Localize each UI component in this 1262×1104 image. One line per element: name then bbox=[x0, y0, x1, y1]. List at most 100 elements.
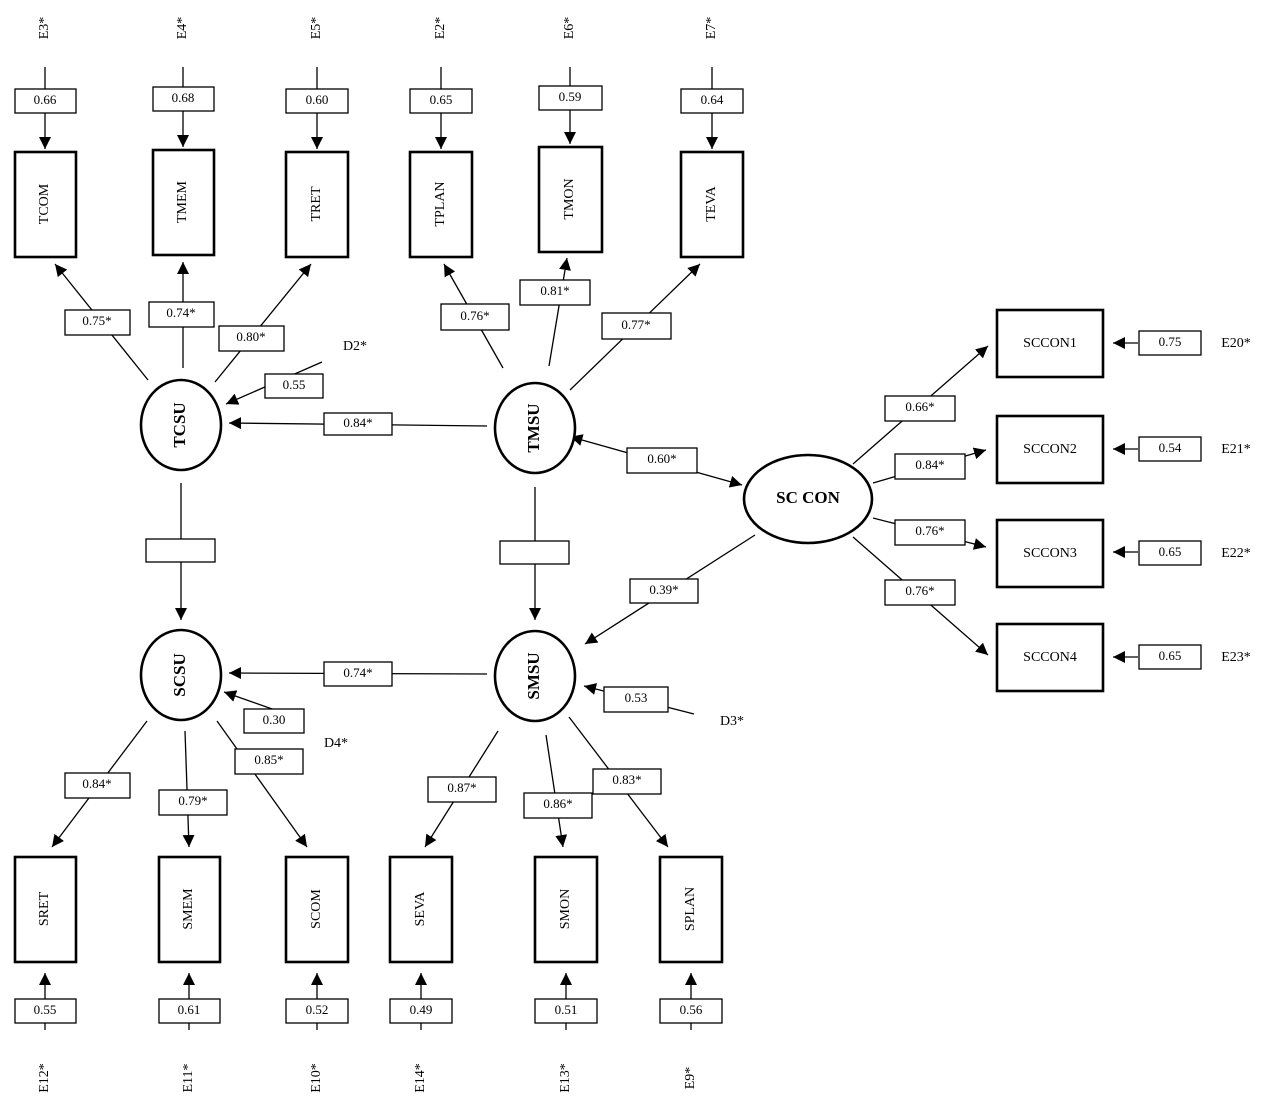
disturbance-value-d2: 0.55 bbox=[283, 377, 306, 392]
latent-ellipse-tmsu bbox=[493, 381, 577, 475]
error-value-e2: 0.65 bbox=[430, 92, 453, 107]
loading-value-sccon-1: 0.66* bbox=[905, 399, 934, 414]
latent-ellipse-scsu bbox=[139, 628, 223, 722]
error-label-e3: E3* bbox=[37, 17, 52, 40]
loading-box-tmsu-tmon bbox=[519, 279, 591, 306]
observed-label-sret: SRET bbox=[37, 891, 52, 926]
loading-box-sccon-4 bbox=[884, 579, 956, 606]
loading-box-sccon-3 bbox=[894, 519, 966, 546]
loading-value-scsu-sret: 0.84* bbox=[82, 776, 111, 791]
loading-value-scsu-scom: 0.85* bbox=[254, 752, 283, 767]
loading-value-tcsu-tcom: 0.75* bbox=[82, 313, 111, 328]
observed-label-tcom: TCOM bbox=[37, 183, 52, 224]
loading-value-tmsu-tmon: 0.81* bbox=[540, 283, 569, 298]
error-value-e3: 0.66 bbox=[34, 92, 57, 107]
path-box-sccon-smsu bbox=[629, 578, 699, 604]
observed-label-sccon1: SCCON1 bbox=[1023, 336, 1077, 351]
observed-box-sccon2 bbox=[995, 414, 1105, 485]
disturbance-arrow-d4 bbox=[223, 690, 276, 711]
latent-label-smsu: SMSU bbox=[524, 652, 543, 699]
observed-label-seva: SEVA bbox=[413, 891, 428, 927]
error-label-e23: E23* bbox=[1221, 650, 1251, 665]
observed-box-splan bbox=[658, 855, 724, 964]
loading-box-smsu-smon bbox=[523, 792, 593, 819]
loading-box-smsu-seva bbox=[427, 776, 497, 803]
error-value-box-e13 bbox=[534, 998, 598, 1024]
observed-box-tcom bbox=[13, 150, 78, 259]
loading-box-scsu-scom bbox=[234, 748, 304, 775]
error-value-e5: 0.60 bbox=[306, 92, 329, 107]
loading-box-tcsu-tret bbox=[218, 325, 285, 352]
observed-label-smem: SMEM bbox=[181, 888, 196, 930]
observed-box-sccon4 bbox=[995, 622, 1105, 693]
path-box-tmsu-smsu bbox=[499, 540, 570, 565]
error-label-e20: E20* bbox=[1221, 336, 1251, 351]
latent-ellipse-smsu bbox=[493, 629, 577, 723]
loading-box-smsu-splan bbox=[592, 768, 662, 795]
path-box-smsu-scsu bbox=[323, 661, 393, 687]
path-value-smsu-scsu: 0.74* bbox=[343, 665, 372, 680]
error-label-e22: E22* bbox=[1221, 546, 1251, 561]
loading-value-tcsu-tret: 0.80* bbox=[236, 329, 265, 344]
disturbance-value-box-d2 bbox=[264, 373, 324, 399]
loading-value-tcsu-tmem: 0.74* bbox=[166, 305, 195, 320]
observed-box-tret bbox=[284, 150, 350, 259]
loading-box-tmsu-tplan bbox=[440, 303, 510, 331]
observed-label-teva: TEVA bbox=[704, 185, 719, 221]
error-value-e10: 0.52 bbox=[306, 1002, 329, 1017]
loading-box-sccon-2 bbox=[894, 453, 966, 480]
loading-value-sccon-3: 0.76* bbox=[915, 523, 944, 538]
loading-value-smsu-seva: 0.87* bbox=[447, 780, 476, 795]
latent-ellipse-sccon bbox=[742, 453, 874, 545]
path-box-tmsu-tcsu bbox=[323, 412, 393, 436]
disturbance-value-box-d4 bbox=[243, 708, 305, 734]
error-value-e13: 0.51 bbox=[555, 1002, 578, 1017]
observed-box-tmem bbox=[151, 148, 216, 257]
error-label-e9: E9* bbox=[683, 1067, 698, 1090]
error-value-e4: 0.68 bbox=[172, 90, 195, 105]
loading-line-scsu-smem bbox=[182, 730, 195, 848]
observed-box-tmon bbox=[537, 145, 604, 254]
path-box-tmsu-sccon bbox=[626, 447, 698, 474]
loading-box-tmsu-teva bbox=[601, 312, 672, 340]
error-label-e12: E12* bbox=[37, 1063, 52, 1093]
error-label-e7: E7* bbox=[704, 17, 719, 40]
error-value-box-e14 bbox=[389, 998, 453, 1024]
loading-box-sccon-1 bbox=[884, 395, 956, 422]
error-value-box-e6 bbox=[538, 85, 603, 111]
error-value-box-e22 bbox=[1138, 540, 1202, 566]
observed-box-sccon3 bbox=[995, 518, 1105, 589]
path-box-tcsu-scsu bbox=[145, 538, 216, 563]
loading-box-tcsu-tcom bbox=[64, 309, 131, 336]
observed-box-smem bbox=[157, 855, 222, 964]
error-label-e21: E21* bbox=[1221, 442, 1251, 457]
observed-label-tplan: TPLAN bbox=[433, 181, 448, 226]
error-value-box-e10 bbox=[285, 998, 349, 1024]
error-value-e22: 0.65 bbox=[1159, 544, 1182, 559]
observed-label-tret: TRET bbox=[309, 186, 324, 221]
loading-box-scsu-sret bbox=[64, 772, 131, 799]
observed-label-splan: SPLAN bbox=[683, 887, 698, 931]
error-label-e14: E14* bbox=[413, 1063, 428, 1093]
path-value-tmsu-sccon: 0.60* bbox=[647, 451, 676, 466]
latent-label-tcsu: TCSU bbox=[170, 402, 189, 447]
loading-value-sccon-4: 0.76* bbox=[905, 583, 934, 598]
error-label-e6: E6* bbox=[562, 17, 577, 40]
observed-box-scom bbox=[284, 855, 350, 964]
loading-line-scsu-scom bbox=[216, 720, 308, 848]
error-value-box-e4 bbox=[152, 86, 215, 112]
disturbance-label-d4: D4* bbox=[324, 736, 348, 751]
error-label-e4: E4* bbox=[175, 17, 190, 40]
error-value-e20: 0.75 bbox=[1159, 334, 1182, 349]
disturbance-label-d2: D2* bbox=[343, 339, 367, 354]
disturbance-value-d3: 0.53 bbox=[625, 690, 648, 705]
observed-label-sccon3: SCCON3 bbox=[1023, 546, 1077, 561]
latent-label-scsu: SCSU bbox=[170, 653, 189, 696]
error-label-e11: E11* bbox=[181, 1063, 196, 1092]
disturbance-value-d4: 0.30 bbox=[263, 712, 286, 727]
error-value-box-e7 bbox=[680, 88, 744, 114]
path-value-sccon-smsu: 0.39* bbox=[649, 582, 678, 597]
observed-box-sccon1 bbox=[995, 308, 1105, 379]
loading-value-tmsu-teva: 0.77* bbox=[621, 317, 650, 332]
